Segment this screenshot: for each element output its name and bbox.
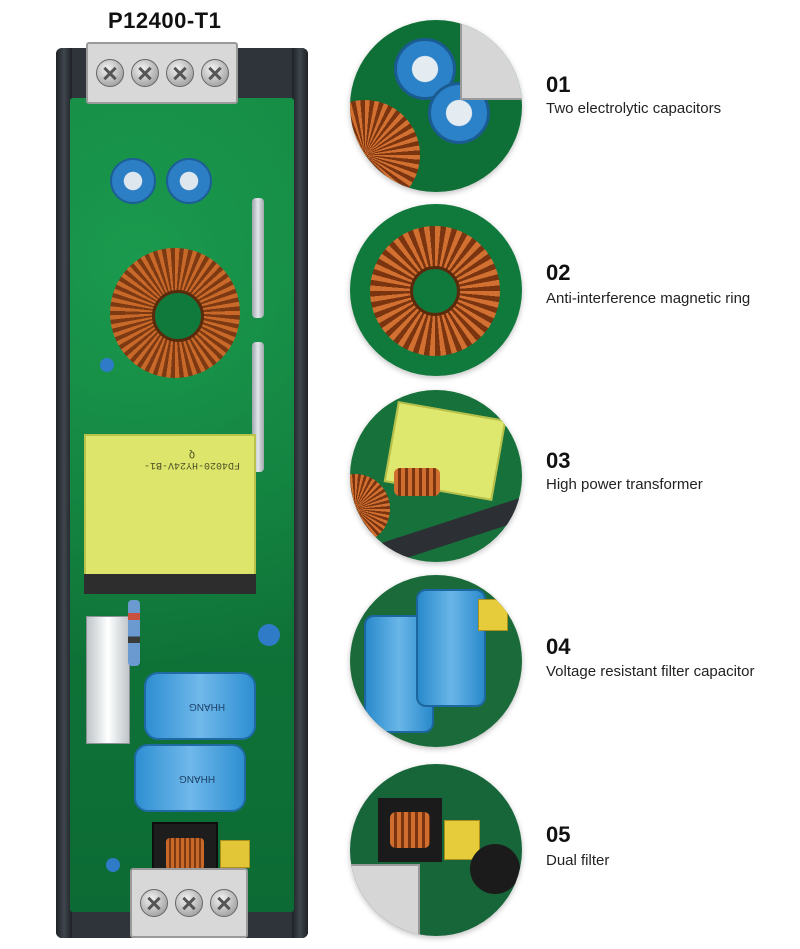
detail-caption-02: Anti-interference magnetic ring	[546, 290, 751, 307]
terminal-screw	[174, 889, 203, 917]
terminal-screw	[130, 59, 159, 87]
detail-number-04: 04	[546, 634, 571, 659]
detail-number-05: 05	[546, 822, 571, 847]
safety-capacitor	[220, 840, 250, 868]
transformer-marking: FD4020-HY24V-B1-Q	[144, 448, 241, 470]
small-capacitor	[100, 358, 114, 372]
filter-capacitor-lower: HHANG	[134, 744, 246, 812]
cement-resistor-top	[252, 198, 264, 318]
transformer: FD4020-HY24V-B1-Q	[84, 434, 256, 576]
heatsink-bracket	[86, 616, 130, 744]
heatsink-edge	[380, 493, 522, 562]
terminal-block	[460, 20, 522, 100]
detail-caption-05: Dual filter	[546, 852, 610, 869]
small-capacitor	[258, 624, 280, 646]
detail-photo-filter-capacitors	[350, 575, 522, 747]
detail-photo-transformer	[350, 390, 522, 562]
filter-capacitor-upper: HHANG	[144, 672, 256, 740]
detail-photo-magnetic-ring	[350, 204, 522, 376]
safety-capacitor	[478, 599, 508, 631]
varistor	[470, 844, 520, 894]
input-terminal-block	[130, 868, 248, 938]
magnetic-ring-core	[410, 266, 460, 316]
transformer-winding	[394, 468, 440, 496]
detail-caption-01: Two electrolytic capacitors	[546, 100, 722, 117]
enclosure-rail-left	[56, 48, 72, 938]
terminal-screw	[200, 59, 229, 87]
capacitor-brand-label: HHANG	[188, 701, 226, 712]
striped-resistor	[128, 600, 140, 666]
electrolytic-capacitor-left	[110, 158, 156, 204]
detail-caption-04: Voltage resistant filter capacitor	[546, 663, 755, 680]
capacitor-brand-label: HHANG	[178, 773, 216, 784]
terminal-screw	[210, 889, 239, 917]
filter-coil	[166, 838, 204, 870]
terminal-screw	[139, 889, 168, 917]
electrolytic-capacitor-right	[166, 158, 212, 204]
detail-photo-dual-filter	[350, 764, 522, 936]
detail-number-02: 02	[546, 260, 571, 285]
small-capacitor	[106, 858, 120, 872]
terminal-screw	[95, 59, 124, 87]
filter-capacitor	[416, 589, 486, 707]
detail-caption-03: High power transformer	[546, 476, 703, 493]
detail-number-01: 01	[546, 72, 571, 97]
terminal-block	[350, 864, 420, 936]
magnetic-ring-coil	[350, 474, 390, 544]
output-terminal-block	[86, 42, 238, 104]
detail-photo-capacitors	[350, 20, 522, 192]
electrolytic-capacitor	[428, 82, 490, 144]
magnetic-ring-coil	[350, 100, 420, 192]
magnetic-ring-coil	[110, 248, 240, 378]
power-supply-board-photo: FD4020-HY24V-B1-Q HHANG HHANG	[56, 42, 308, 944]
enclosure-rail-right	[292, 48, 308, 938]
filter-coil	[390, 812, 430, 848]
terminal-screw	[165, 59, 194, 87]
detail-number-03: 03	[546, 448, 571, 473]
model-title: P12400-T1	[108, 8, 222, 33]
transformer-core	[84, 574, 256, 594]
circuit-board: FD4020-HY24V-B1-Q HHANG HHANG	[70, 98, 294, 912]
